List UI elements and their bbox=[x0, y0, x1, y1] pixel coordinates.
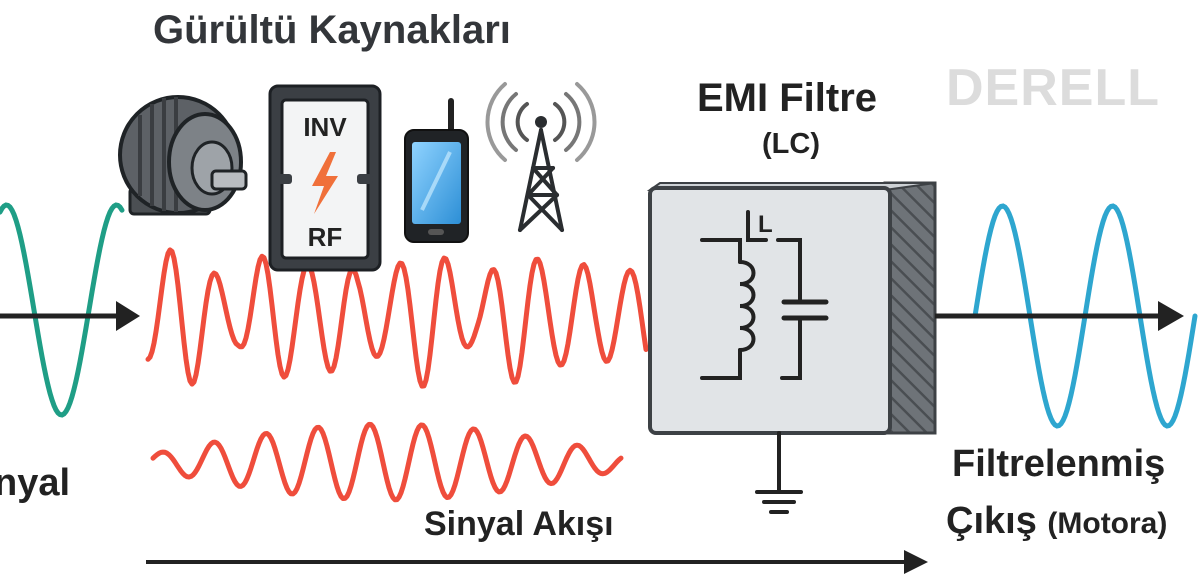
output-arrow bbox=[935, 301, 1184, 331]
noise-wave-lower bbox=[150, 421, 624, 503]
input-signal-label: nyal bbox=[0, 462, 71, 504]
output-label-line1: Filtrelenmiş bbox=[952, 443, 1166, 485]
output-label-sub: (Motora) bbox=[1047, 507, 1168, 540]
emi-filter-box bbox=[646, 181, 937, 435]
inductor-label: L bbox=[758, 211, 773, 238]
radio-tower-icon bbox=[485, 82, 597, 232]
ground-icon bbox=[755, 431, 803, 514]
input-signal-wave bbox=[0, 202, 125, 418]
output-label-line2: Çıkış (Motora) bbox=[946, 500, 1167, 543]
filter-type-label: (LC) bbox=[762, 128, 820, 160]
brand-watermark: DERELL bbox=[946, 59, 1160, 117]
rf-label: RF bbox=[308, 222, 343, 252]
signal-flow-arrow bbox=[146, 550, 928, 574]
mobile-phone-icon bbox=[404, 98, 469, 243]
output-label-main: Çıkış bbox=[946, 500, 1037, 542]
noise-wave-main bbox=[145, 247, 649, 389]
lightning-bolt-icon bbox=[312, 152, 338, 214]
filter-title: EMI Filtre bbox=[697, 76, 878, 120]
noise-sources-title: Gürültü Kaynakları bbox=[153, 8, 511, 52]
electric-motor-icon bbox=[118, 95, 248, 216]
inductor-coil bbox=[738, 260, 756, 352]
signal-flow-label: Sinyal Akışı bbox=[424, 505, 614, 543]
inverter-rf-device: INV RF bbox=[268, 84, 382, 272]
inverter-label: INV bbox=[303, 112, 347, 142]
lc-circuit bbox=[700, 210, 829, 380]
input-arrow bbox=[0, 301, 140, 331]
